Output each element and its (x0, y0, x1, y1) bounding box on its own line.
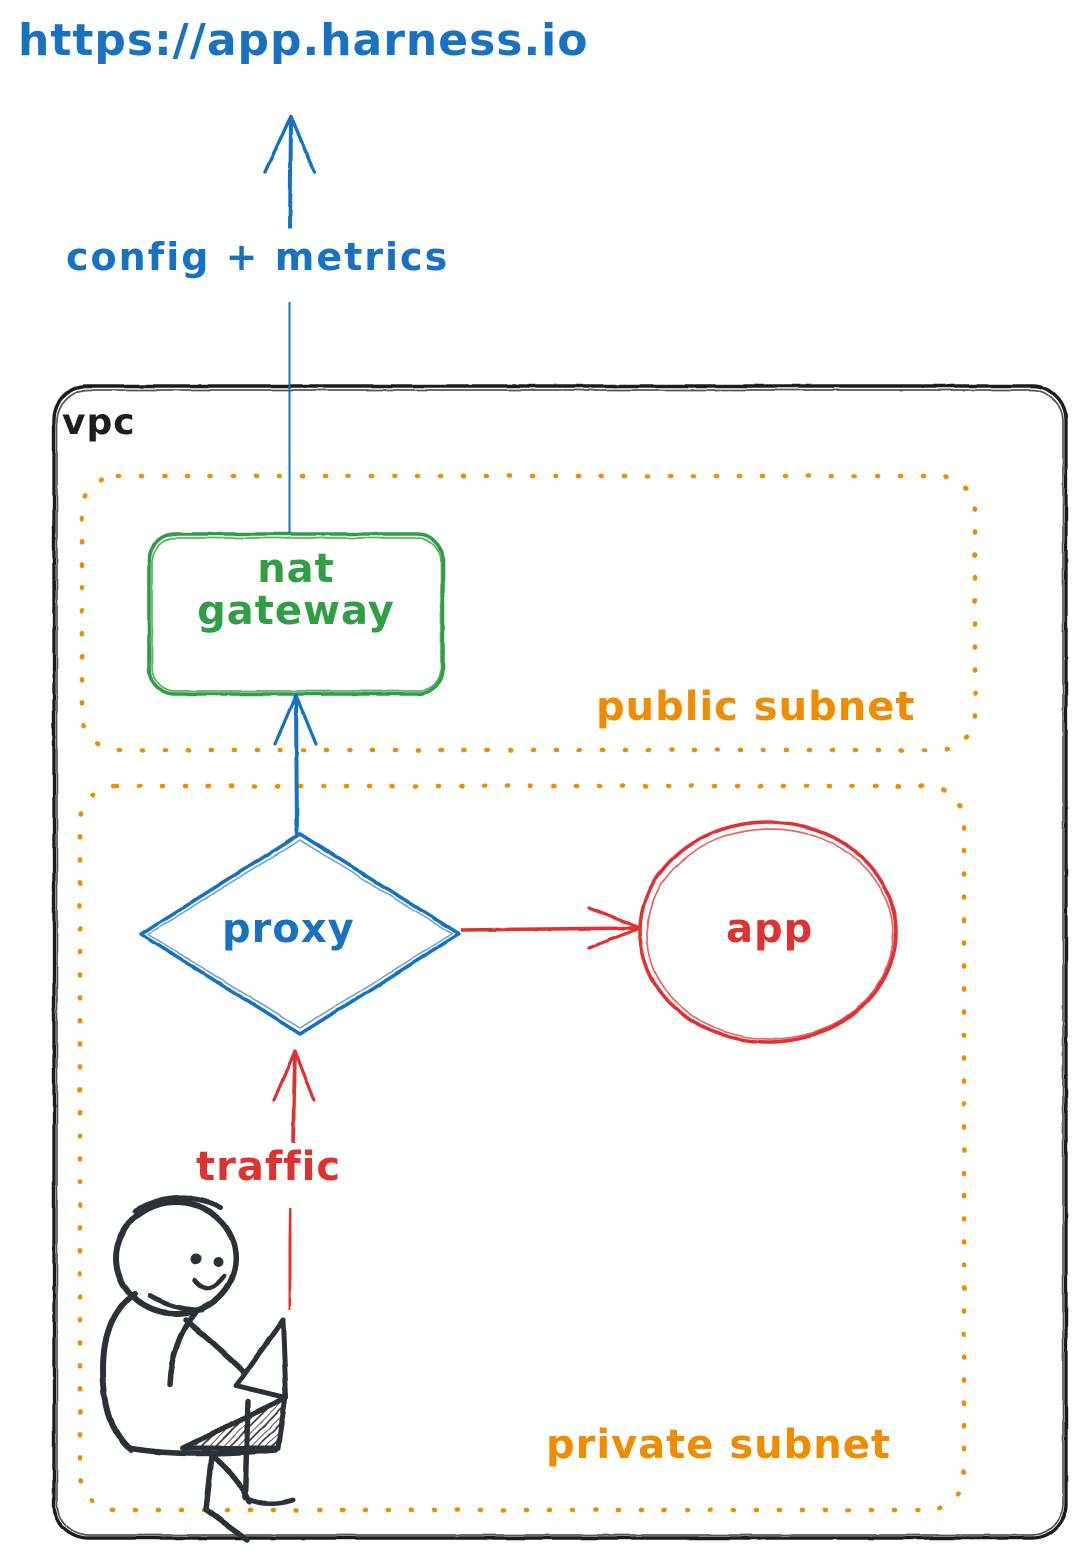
app-shape[interactable] (638, 820, 898, 1044)
config-metrics-edge-label: config + metrics (66, 235, 450, 279)
proxy-shape[interactable] (139, 832, 461, 1036)
public-subnet-label: public subnet (596, 684, 916, 730)
proxy-label: proxy (222, 906, 355, 952)
proxy-to-app-arrow (460, 906, 642, 950)
nat-gateway-label-line1: nat (257, 546, 335, 592)
nat-gateway-label-line2: gateway (197, 588, 395, 634)
proxy-to-nat-arrow (273, 693, 318, 837)
private-subnet-container-shape (77, 783, 967, 1513)
public-subnet-container-shape (79, 473, 978, 753)
vpc-label: vpc (62, 402, 136, 443)
nat-gateway-label: nat gateway (150, 548, 442, 632)
config-metrics-arrow-lower (287, 301, 292, 535)
private-subnet-label: private subnet (546, 1422, 891, 1468)
vpc-container-shape (52, 384, 1068, 1540)
traffic-edge-label: traffic (196, 1144, 342, 1190)
person-with-laptop-icon (100, 1195, 296, 1543)
traffic-arrow-lower (287, 1207, 293, 1311)
internet-endpoint-label: https://app.harness.io (18, 15, 589, 66)
config-metrics-arrow-upper (263, 114, 316, 229)
app-label: app (726, 906, 814, 952)
traffic-arrow-upper (272, 1049, 316, 1144)
